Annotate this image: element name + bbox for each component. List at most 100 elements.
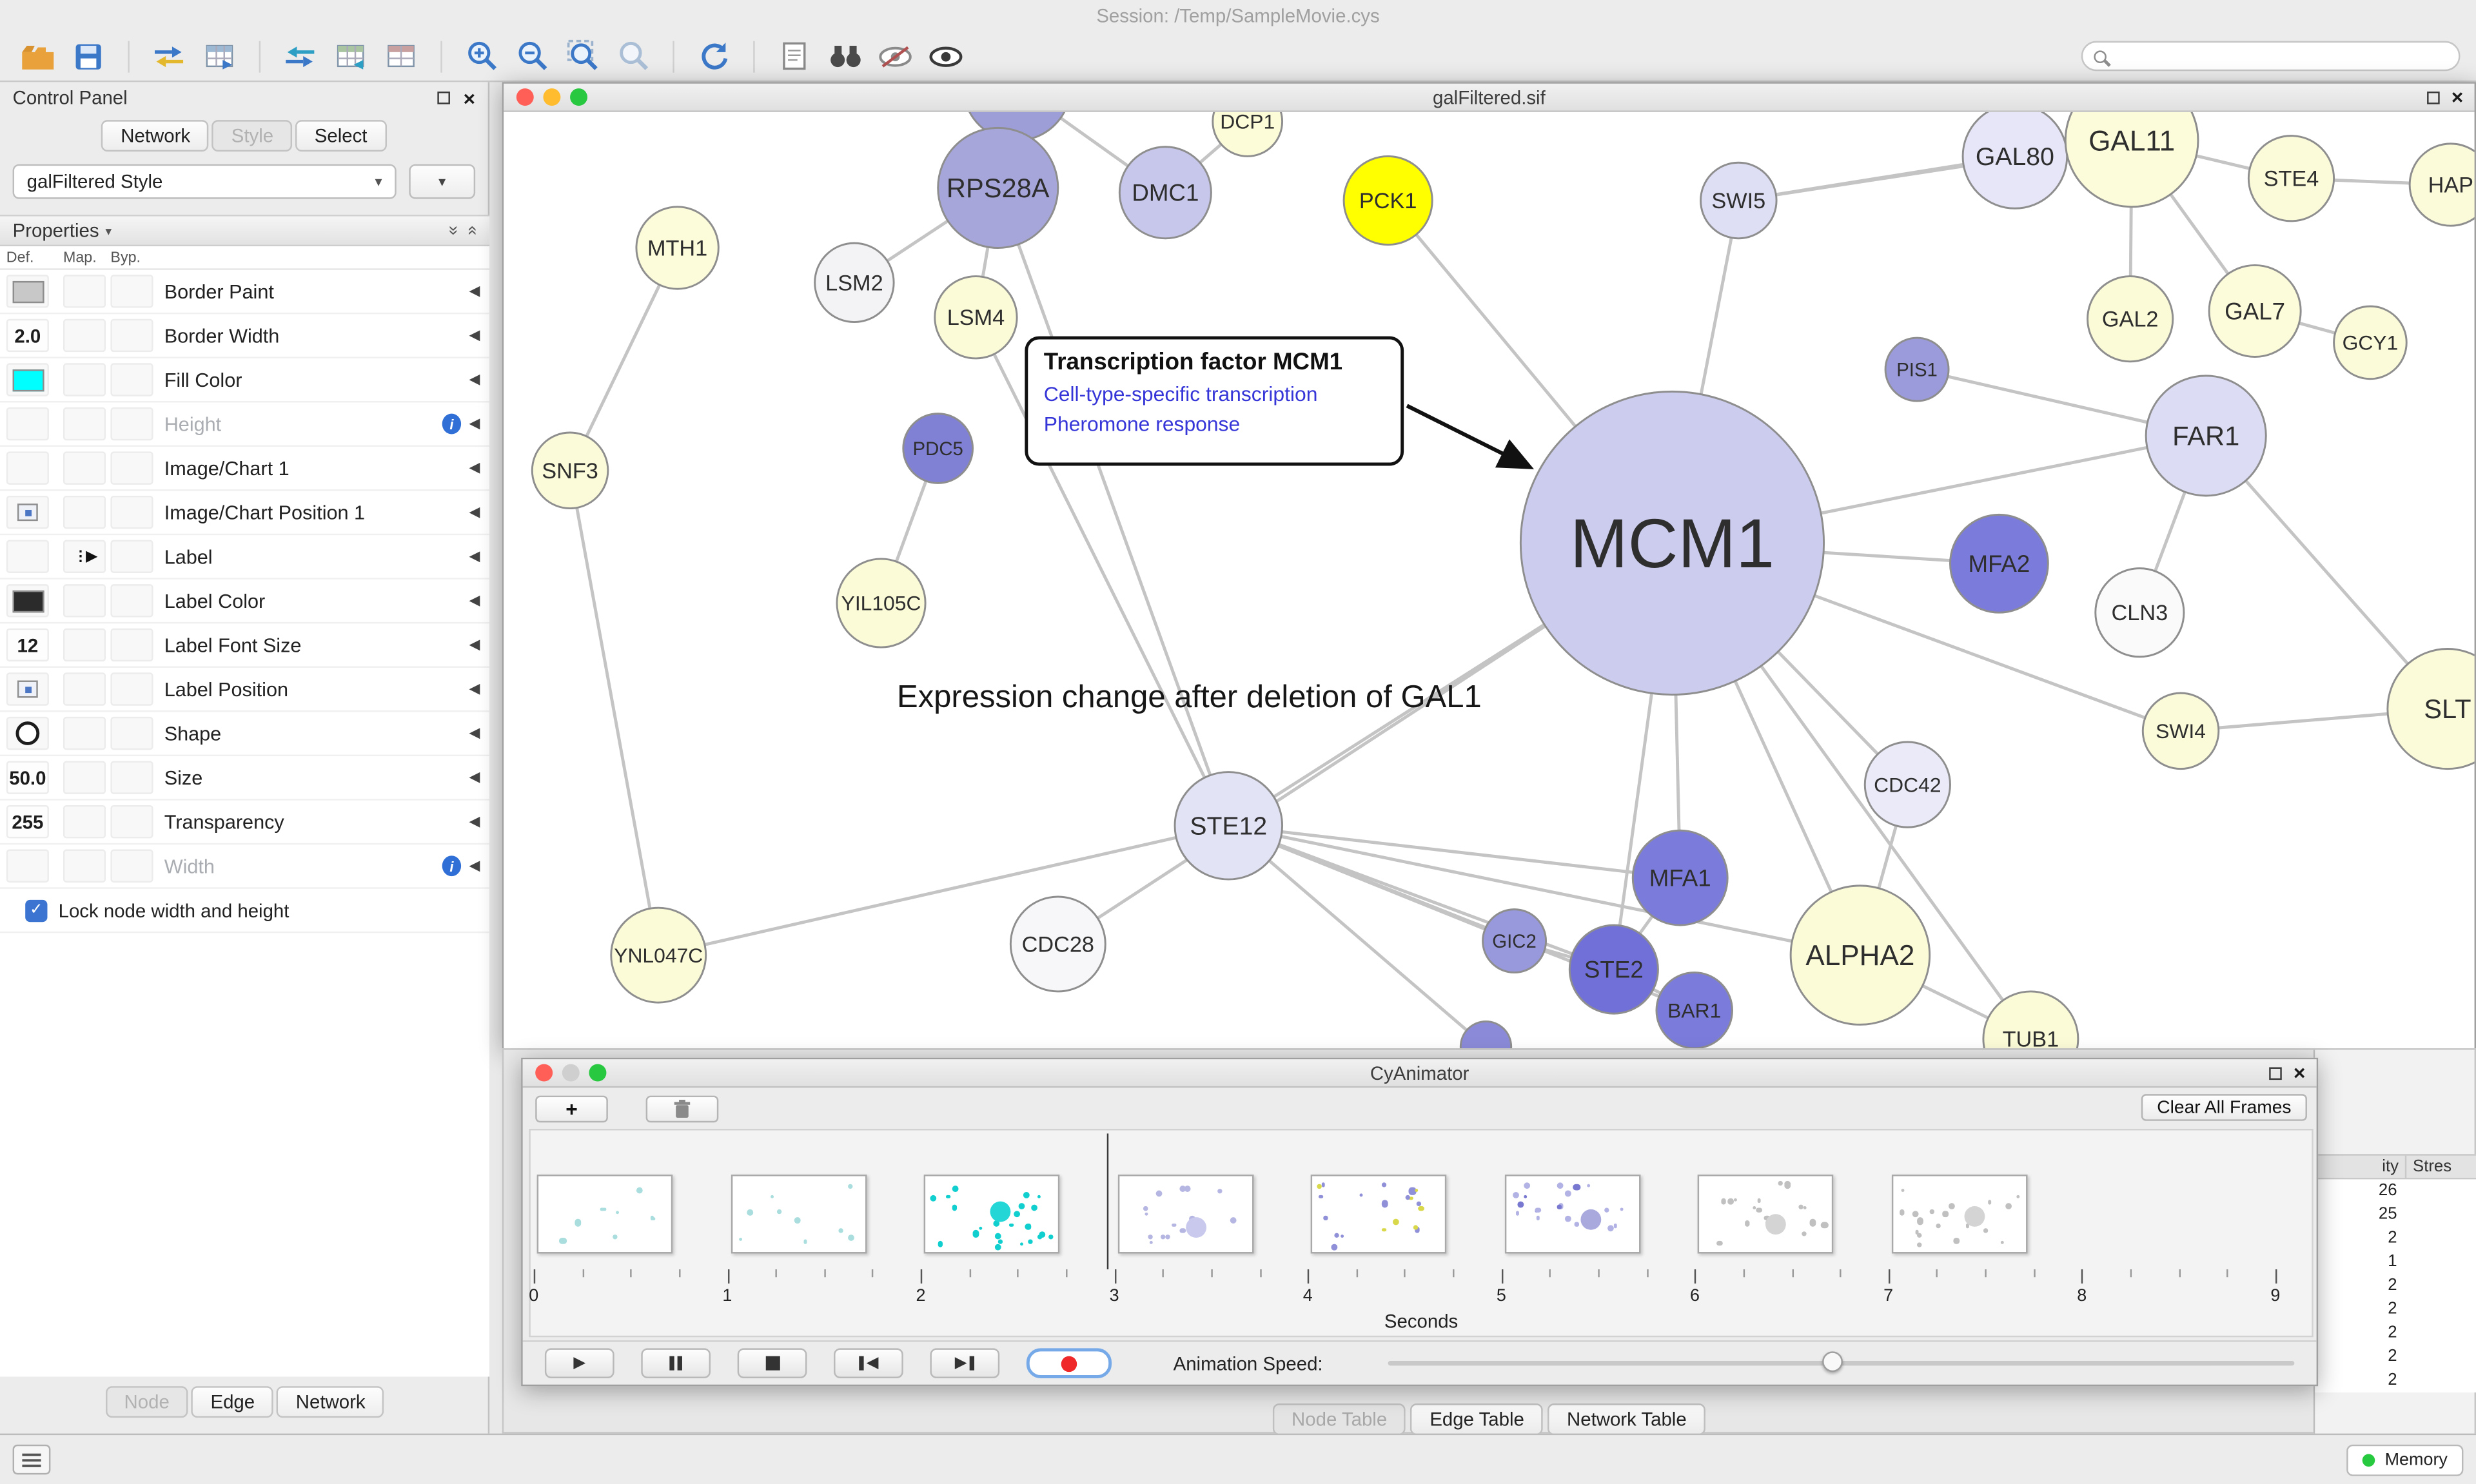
default-value-cell[interactable] xyxy=(6,275,49,308)
tab-select[interactable]: Select xyxy=(295,120,386,152)
expand-arrow-icon[interactable]: ◀ xyxy=(469,725,480,741)
mapping-cell[interactable] xyxy=(63,716,106,750)
zoom-in-icon[interactable] xyxy=(460,35,504,77)
network-edge[interactable] xyxy=(658,824,1229,957)
tab-node-table[interactable]: Node Table xyxy=(1272,1403,1406,1436)
network-node-STE4[interactable]: STE4 xyxy=(2247,135,2335,222)
network-edge[interactable] xyxy=(1228,824,1861,957)
mapping-cell[interactable] xyxy=(63,805,106,839)
frame-thumbnail-3[interactable] xyxy=(1117,1175,1253,1254)
frame-thumbnail-5[interactable] xyxy=(1504,1175,1640,1254)
import-table-icon[interactable] xyxy=(197,35,242,77)
expand-arrow-icon[interactable]: ◀ xyxy=(469,326,480,343)
mapping-cell[interactable] xyxy=(63,407,106,441)
network-node-SLT[interactable]: SLT xyxy=(2386,648,2475,770)
default-value-cell[interactable] xyxy=(6,451,49,485)
network-node-CDC42[interactable]: CDC42 xyxy=(1863,741,1951,828)
bypass-cell[interactable] xyxy=(110,628,153,662)
network-edge[interactable] xyxy=(974,317,1230,826)
expand-arrow-icon[interactable]: ◀ xyxy=(469,592,480,608)
tab-network[interactable]: Network xyxy=(101,120,210,152)
bypass-cell[interactable] xyxy=(110,363,153,396)
default-value-cell[interactable]: 50.0 xyxy=(6,761,49,794)
network-node-CLN3[interactable]: CLN3 xyxy=(2094,567,2185,658)
float-window-icon[interactable] xyxy=(2428,90,2441,104)
previous-frame-button[interactable]: ◀ xyxy=(834,1348,903,1378)
annotation-palette-icon[interactable] xyxy=(772,35,817,77)
mapping-cell[interactable] xyxy=(63,275,106,308)
network-node-MFA1[interactable]: MFA1 xyxy=(1631,829,1729,926)
mapping-cell[interactable] xyxy=(63,495,106,529)
property-row-label[interactable]: ⋮▶Label◀ xyxy=(0,535,490,580)
minimize-traffic-light[interactable] xyxy=(543,88,561,106)
mapping-cell[interactable] xyxy=(63,672,106,706)
expand-arrow-icon[interactable]: ◀ xyxy=(469,415,480,431)
annotation-link[interactable]: Pheromone response xyxy=(1043,411,1241,436)
tab-network-table[interactable]: Network Table xyxy=(1548,1403,1706,1436)
next-frame-button[interactable]: ▶ xyxy=(930,1348,1000,1378)
record-button[interactable] xyxy=(1026,1348,1112,1378)
network-node-LSM4[interactable]: LSM4 xyxy=(934,275,1018,360)
frame-thumbnail-2[interactable] xyxy=(923,1175,1060,1254)
export-network-icon[interactable] xyxy=(278,35,322,77)
expand-arrow-icon[interactable]: ◀ xyxy=(469,503,480,520)
network-node-GAL2[interactable]: GAL2 xyxy=(2087,275,2174,363)
find-icon[interactable] xyxy=(823,35,867,77)
memory-button[interactable]: Memory xyxy=(2346,1443,2464,1476)
property-row-image-chart-1[interactable]: Image/Chart 1◀ xyxy=(0,447,490,491)
properties-header[interactable]: Properties ▾ » » xyxy=(0,216,490,247)
network-node-SNF3[interactable]: SNF3 xyxy=(531,431,609,510)
network-node-GAL80[interactable]: GAL80 xyxy=(1961,112,2068,210)
column-header[interactable]: Stres xyxy=(2413,1157,2452,1176)
zoom-traffic-light[interactable] xyxy=(589,1064,607,1082)
close-panel-icon[interactable]: × xyxy=(463,86,476,110)
cyanimator-titlebar[interactable]: CyAnimator × xyxy=(522,1059,2317,1088)
mapping-cell[interactable] xyxy=(63,628,106,662)
export-image-icon[interactable] xyxy=(379,35,424,77)
bypass-cell[interactable] xyxy=(110,540,153,573)
default-value-cell[interactable] xyxy=(6,716,49,750)
bypass-cell[interactable] xyxy=(110,849,153,883)
close-traffic-light[interactable] xyxy=(516,88,534,106)
network-node-GAL11[interactable]: GAL11 xyxy=(2064,112,2199,208)
pause-button[interactable] xyxy=(641,1348,711,1378)
network-node-GIC2[interactable]: GIC2 xyxy=(1482,908,1548,974)
network-node-BAR1[interactable]: BAR1 xyxy=(1655,971,1734,1050)
network-node-GAL7[interactable]: GAL7 xyxy=(2208,264,2302,358)
network-node-FAR1[interactable]: FAR1 xyxy=(2145,375,2267,497)
tab-network[interactable]: Network xyxy=(277,1386,384,1418)
expand-arrow-icon[interactable]: ◀ xyxy=(469,680,480,697)
clear-all-frames-button[interactable]: Clear All Frames xyxy=(2141,1094,2307,1121)
slider-handle[interactable] xyxy=(1822,1351,1843,1372)
stop-button[interactable] xyxy=(737,1348,807,1378)
property-row-fill-color[interactable]: Fill Color◀ xyxy=(0,358,490,403)
network-node-MTH1[interactable]: MTH1 xyxy=(635,206,720,290)
network-node-YNL047C[interactable]: YNL047C xyxy=(610,906,707,1004)
mapping-cell[interactable] xyxy=(63,761,106,794)
style-select[interactable]: galFiltered Style ▾ xyxy=(12,164,397,199)
property-row-label-position[interactable]: Label Position◀ xyxy=(0,668,490,712)
animation-speed-slider[interactable] xyxy=(1388,1351,2295,1372)
close-window-icon[interactable]: × xyxy=(2293,1060,2306,1085)
network-node-YIL105C[interactable]: YIL105C xyxy=(836,558,927,649)
default-value-cell[interactable]: 2.0 xyxy=(6,318,49,353)
lock-size-row[interactable]: ✓ Lock node width and height xyxy=(0,889,490,933)
save-session-icon[interactable] xyxy=(66,35,111,77)
bypass-cell[interactable] xyxy=(110,407,153,441)
bypass-cell[interactable] xyxy=(110,451,153,485)
table-row[interactable]: 1 xyxy=(2315,1251,2476,1274)
close-window-icon[interactable]: × xyxy=(2451,85,2464,109)
network-node-PDC5[interactable]: PDC5 xyxy=(902,413,974,484)
network-node-SWI4[interactable]: SWI4 xyxy=(2141,692,2220,770)
mapping-cell[interactable] xyxy=(63,849,106,883)
network-edge[interactable] xyxy=(996,187,1230,826)
network-node-LSM2[interactable]: LSM2 xyxy=(814,242,895,324)
network-node-DCP1[interactable]: DCP1 xyxy=(1212,112,1284,157)
expand-arrow-icon[interactable]: ◀ xyxy=(469,813,480,829)
float-panel-icon[interactable] xyxy=(438,92,451,104)
